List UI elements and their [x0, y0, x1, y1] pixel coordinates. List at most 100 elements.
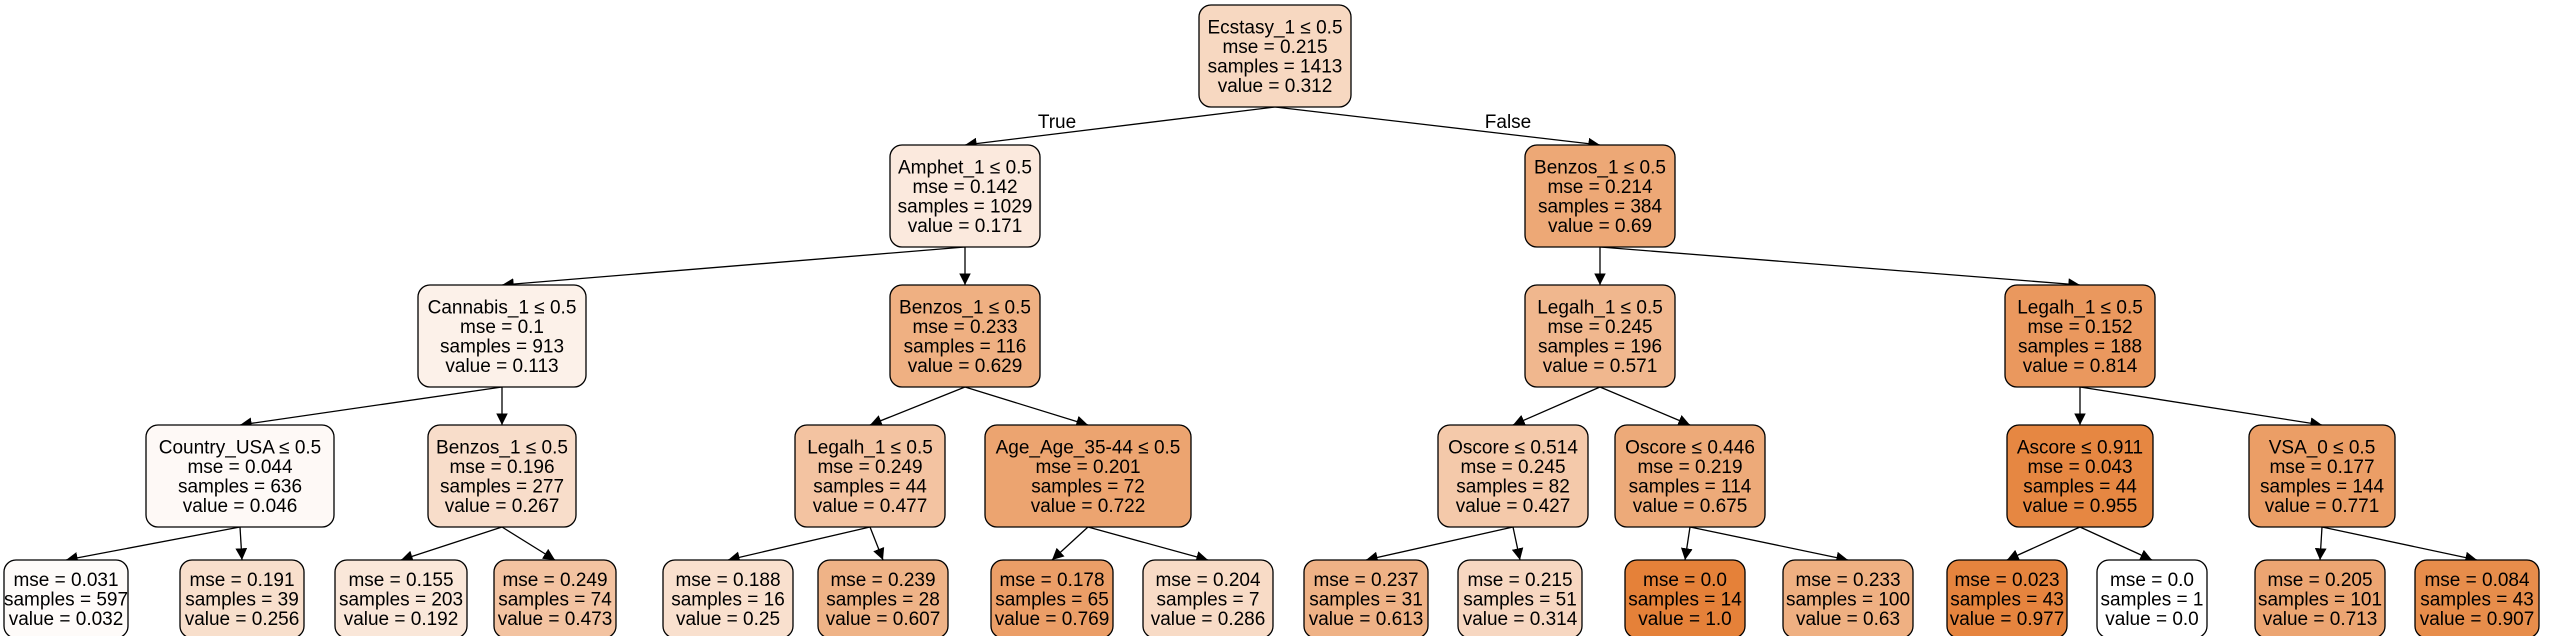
- node-box: [1614, 424, 1766, 528]
- node-stat-line: mse = 0.196: [449, 457, 554, 478]
- node-stat-line: mse = 0.044: [187, 457, 293, 478]
- node-stat-line: samples = 277: [440, 476, 564, 497]
- edge-17-18: [1512, 386, 1601, 426]
- node-split-rule: Cannabis_1 ≤ 0.5: [428, 297, 577, 318]
- node-stat-line: samples = 65: [995, 590, 1109, 611]
- node-stat-line: value = 0.814: [2023, 356, 2138, 377]
- node-stat-line: samples = 636: [178, 476, 302, 497]
- node-stat-line: value = 0.046: [183, 496, 298, 517]
- node-stat-line: samples = 7: [1157, 590, 1260, 611]
- node-box: [3, 559, 129, 636]
- edge-21-22: [1680, 526, 1693, 561]
- edge-3-4: [65, 526, 241, 564]
- node-stat-line: samples = 72: [1031, 476, 1145, 497]
- node-stat-line: mse = 0.152: [2027, 317, 2132, 338]
- node-stat-line: mse = 0.023: [1954, 570, 2059, 591]
- node-stat-line: value = 0.675: [1633, 496, 1748, 517]
- node-stat-line: mse = 0.205: [2267, 570, 2372, 591]
- node-split-rule: Amphet_1 ≤ 0.5: [898, 157, 1032, 178]
- node-stat-line: value = 0.713: [2263, 609, 2378, 630]
- node-stat-line: samples = 1029: [898, 196, 1033, 217]
- node-split-rule: Benzos_1 ≤ 0.5: [899, 297, 1031, 318]
- node-stat-line: value = 0.256: [185, 609, 300, 630]
- node-stat-line: value = 1.0: [1638, 609, 1732, 630]
- edge-18-20: [1511, 526, 1524, 561]
- node-stat-line: value = 0.571: [1543, 356, 1658, 377]
- node-stat-line: mse = 0.1: [460, 317, 544, 338]
- node-stat-line: samples = 74: [498, 590, 612, 611]
- edge-24-28: [2079, 386, 2323, 429]
- node-stat-line: value = 0.629: [908, 356, 1023, 377]
- node-stat-line: mse = 0.233: [912, 317, 1017, 338]
- node-stat-line: value = 0.771: [2265, 496, 2380, 517]
- node-stat-line: mse = 0.043: [2027, 457, 2132, 478]
- node-stat-line: mse = 0.237: [1313, 570, 1418, 591]
- node-stat-line: samples = 597: [4, 590, 128, 611]
- node-box: [889, 284, 1041, 388]
- node-stat-line: value = 0.977: [1950, 609, 2065, 630]
- node-stat-line: value = 0.314: [1463, 609, 1578, 630]
- node-stat-line: mse = 0.249: [502, 570, 607, 591]
- node-box: [2248, 424, 2396, 528]
- node-split-rule: Legalh_1 ≤ 0.5: [2017, 297, 2143, 318]
- edge-18-19: [1365, 526, 1514, 564]
- edge-13-14: [1051, 526, 1089, 561]
- edge-10-12: [869, 526, 885, 561]
- node-stat-line: mse = 0.201: [1035, 457, 1140, 478]
- node-stat-line: mse = 0.219: [1637, 457, 1742, 478]
- node-box: [889, 144, 1041, 248]
- node-box: [145, 424, 335, 528]
- node-box: [427, 424, 577, 528]
- branch-labels-layer: True False: [1038, 112, 1531, 133]
- node-stat-line: value = 0.25: [676, 609, 780, 630]
- false-branch-label: False: [1485, 112, 1531, 133]
- node-split-rule: Legalh_1 ≤ 0.5: [807, 437, 933, 458]
- node-stat-line: mse = 0.0: [1643, 570, 1727, 591]
- node-stat-line: samples = 16: [671, 590, 785, 611]
- node-stat-line: samples = 14: [1628, 590, 1742, 611]
- node-split-rule: Country_USA ≤ 0.5: [159, 437, 322, 458]
- edge-21-23: [1689, 526, 1849, 564]
- node-stat-line: mse = 0.214: [1547, 177, 1653, 198]
- edge-10-11: [727, 526, 871, 564]
- edge-28-29: [2314, 526, 2327, 561]
- node-box: [2414, 559, 2540, 636]
- node-stat-line: samples = 28: [826, 590, 940, 611]
- node-box: [179, 559, 305, 636]
- node-stat-line: mse = 0.249: [817, 457, 922, 478]
- node-stat-line: value = 0.477: [813, 496, 928, 517]
- node-stat-line: samples = 196: [1538, 336, 1662, 357]
- node-stat-line: value = 0.0: [2105, 609, 2199, 630]
- node-stat-line: value = 0.722: [1031, 496, 1146, 517]
- edge-25-27: [2079, 526, 2153, 561]
- node-stat-line: value = 0.427: [1456, 496, 1571, 517]
- node-box: [1782, 559, 1914, 636]
- node-stat-line: mse = 0.155: [348, 570, 453, 591]
- node-box: [1437, 424, 1589, 528]
- node-stat-line: mse = 0.191: [189, 570, 294, 591]
- node-stat-line: value = 0.607: [826, 609, 941, 630]
- node-stat-line: value = 0.955: [2023, 496, 2138, 517]
- node-stat-line: samples = 116: [904, 336, 1027, 357]
- node-box: [794, 424, 946, 528]
- node-split-rule: Benzos_1 ≤ 0.5: [436, 437, 568, 458]
- node-stat-line: value = 0.769: [995, 609, 1110, 630]
- node-box: [2006, 424, 2154, 528]
- node-stat-line: samples = 1413: [1208, 56, 1343, 77]
- node-stat-line: value = 0.267: [445, 496, 560, 517]
